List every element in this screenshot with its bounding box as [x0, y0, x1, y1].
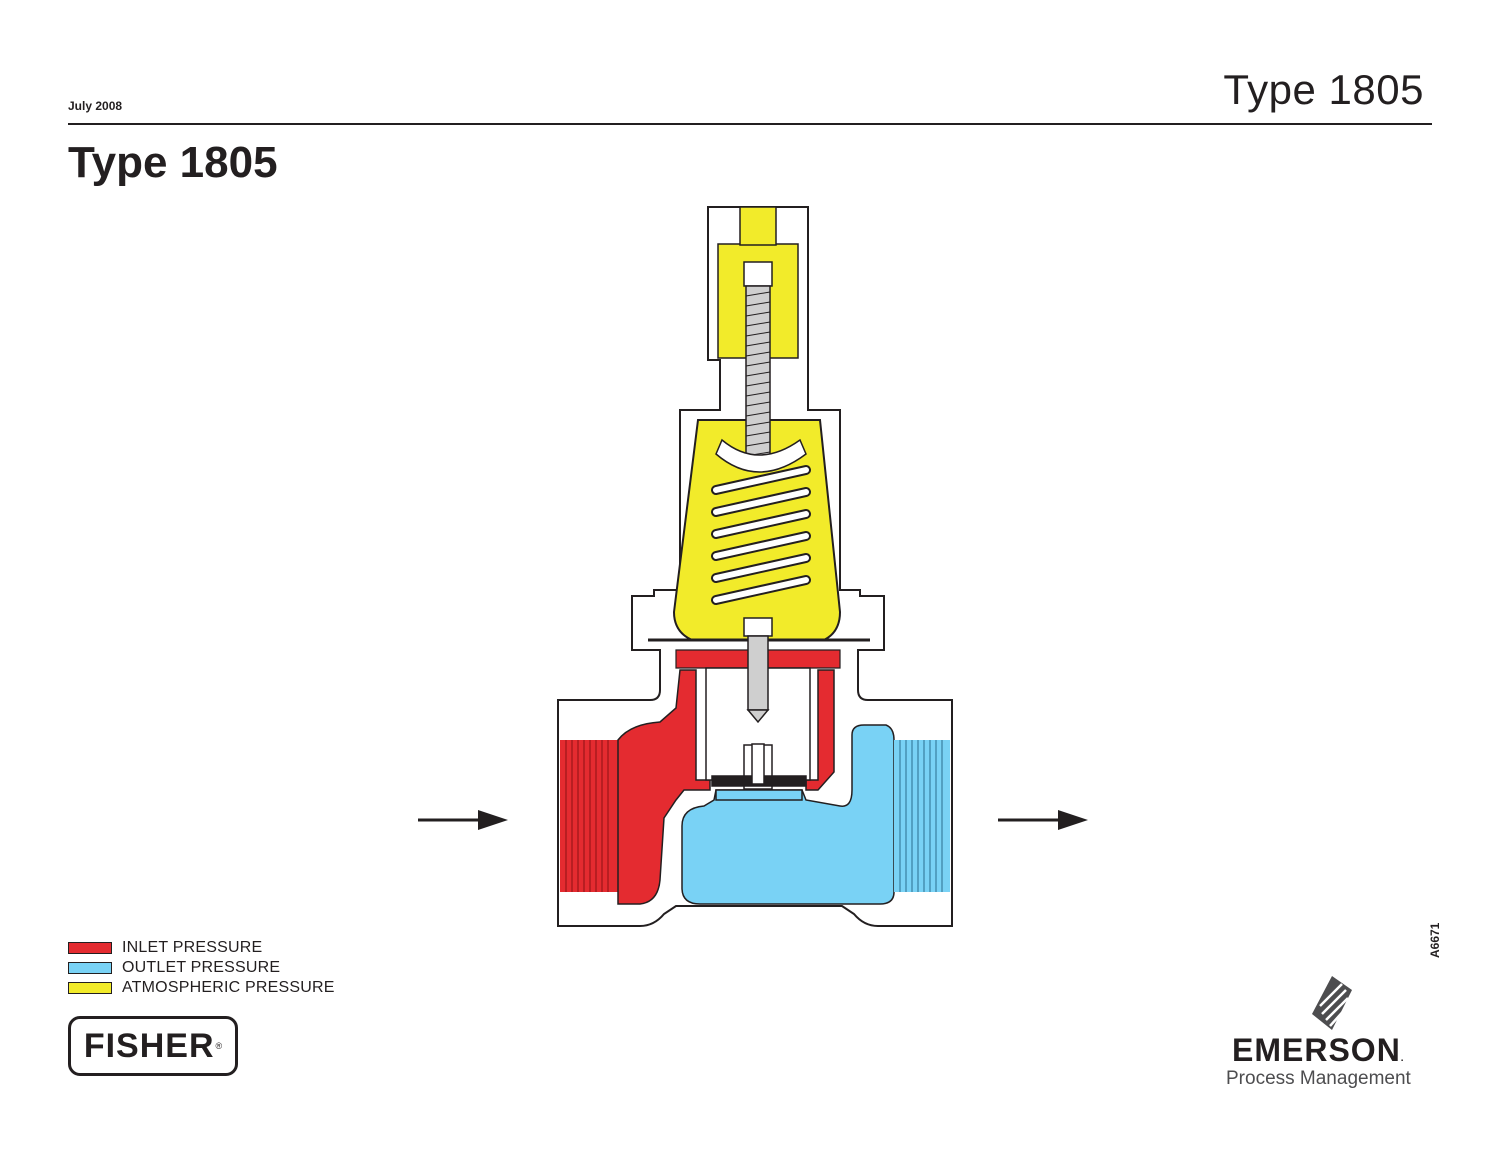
- orifice-seat: [715, 789, 803, 801]
- legend-item-outlet: OUTLET PRESSURE: [68, 958, 335, 978]
- valve-stem: [743, 617, 773, 785]
- fisher-logo-text: FISHER: [83, 1026, 215, 1065]
- emerson-mark-icon: [1312, 976, 1352, 1030]
- lock-nut: [743, 261, 773, 287]
- emerson-logo-text: EMERSON.: [1232, 1032, 1405, 1069]
- inlet-threads: [560, 740, 618, 892]
- emerson-subtitle: Process Management: [1226, 1068, 1411, 1089]
- inlet-flow-arrow-icon: [418, 810, 508, 830]
- page-title: Type 1805: [68, 138, 278, 187]
- pressure-legend: INLET PRESSURE OUTLET PRESSURE ATMOSPHER…: [68, 938, 335, 998]
- document-date: July 2008: [68, 99, 123, 113]
- legend-label-atmospheric: ATMOSPHERIC PRESSURE: [122, 979, 335, 996]
- header-title: Type 1805: [1223, 66, 1424, 113]
- legend-swatch-inlet: [68, 942, 112, 954]
- adjusting-screw: [745, 285, 771, 465]
- legend-item-atmospheric: ATMOSPHERIC PRESSURE: [68, 978, 335, 998]
- fisher-logo: FISHER ®: [68, 1016, 238, 1076]
- outlet-threads: [894, 740, 950, 892]
- inlet-passage-right: [805, 669, 835, 791]
- inlet-chamber: [617, 669, 711, 905]
- legend-label-outlet: OUTLET PRESSURE: [122, 959, 281, 976]
- adjusting-cap: [739, 206, 777, 246]
- legend-label-inlet: INLET PRESSURE: [122, 939, 263, 956]
- figure-id: A6671: [1428, 922, 1442, 958]
- outlet-chamber: [681, 724, 895, 905]
- legend-swatch-outlet: [68, 962, 112, 974]
- legend-item-inlet: INLET PRESSURE: [68, 938, 335, 958]
- fisher-registered-mark: ®: [215, 1041, 223, 1051]
- outlet-flow-arrow-icon: [998, 810, 1088, 830]
- upper-spring-seat: [715, 438, 807, 473]
- legend-swatch-atmospheric: [68, 982, 112, 994]
- emerson-logo: EMERSON. Process Management: [1220, 976, 1435, 1096]
- emerson-tm-mark: .: [1400, 1053, 1405, 1064]
- emerson-wordmark: EMERSON: [1232, 1032, 1401, 1068]
- header-rule: [68, 123, 1432, 125]
